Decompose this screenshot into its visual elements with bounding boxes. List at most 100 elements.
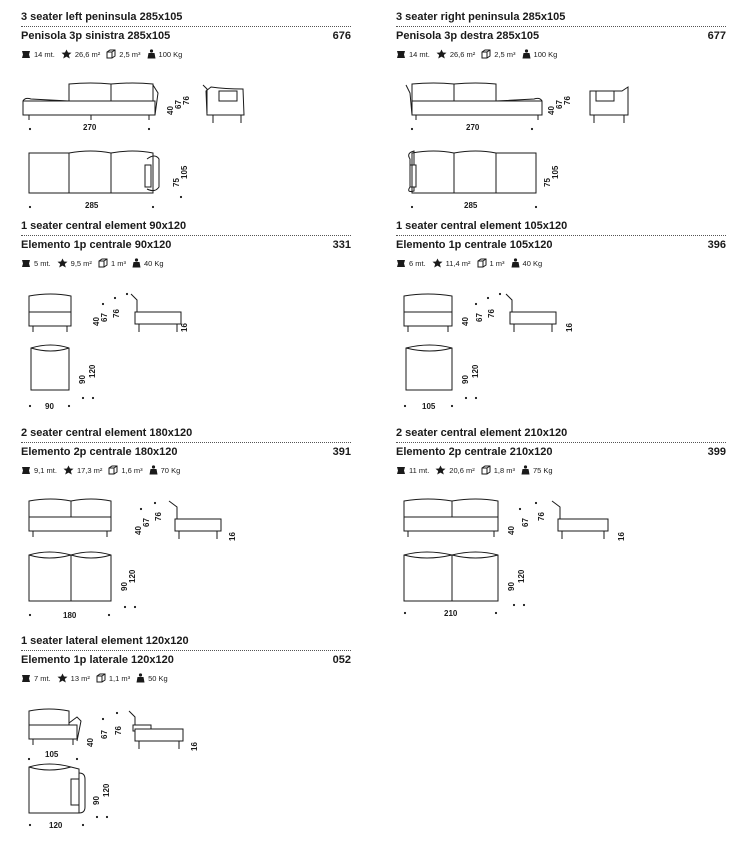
front-view (28, 708, 82, 745)
spec-fabric: 7 mt. (34, 673, 51, 683)
volume-box-icon (481, 465, 491, 475)
spec-weight: 75 Kg (533, 465, 553, 475)
dim-width-front: 105 (45, 750, 59, 759)
dim-depth: 120 (88, 364, 97, 378)
product-block-1p-lateral-120: 1 seater lateral element 120x120 Element… (21, 635, 351, 830)
dim-back-height: 76 (563, 96, 572, 105)
specs-row: 14 mt. 26,6 m² 2,5 m³ 100 Kg (396, 49, 726, 59)
spec-leather: 13 m² (70, 673, 90, 683)
dim-back-height: 76 (112, 309, 121, 318)
plan-view (405, 344, 453, 391)
dim-depth: 120 (517, 569, 526, 583)
spec-volume: 1,8 m³ (493, 465, 515, 475)
dim-seat-depth: 90 (92, 796, 101, 805)
dim-arm-height: 67 (142, 518, 151, 527)
leather-hide-icon (436, 49, 447, 59)
dim-seat-height: 40 (134, 526, 143, 535)
dim-side-height: 16 (180, 323, 189, 332)
plan-view (408, 150, 537, 194)
product-code: 399 (707, 446, 726, 458)
dim-back-height: 76 (487, 309, 496, 318)
spec-volume: 1 m³ (110, 258, 126, 268)
dim-arm-height: 67 (100, 313, 109, 322)
spec-fabric: 6 mt. (409, 258, 426, 268)
volume-box-icon (481, 49, 491, 59)
weight-icon (147, 49, 156, 59)
dim-back-height: 76 (537, 512, 546, 521)
product-title-it: Penisola 3p sinistra 285x105 (21, 30, 171, 42)
spec-leather: 26,6 m² (449, 49, 476, 59)
product-title-en: 2 seater central element 210x120 (396, 427, 568, 439)
divider (21, 650, 351, 651)
product-title-it: Penisola 3p destra 285x105 (396, 30, 540, 42)
dim-width-plan: 285 (85, 201, 99, 210)
dim-depth: 120 (128, 569, 137, 583)
spec-weight: 100 Kg (533, 49, 558, 59)
product-block-1p-central-90: 1 seater central element 90x120 Elemento… (21, 220, 351, 411)
dim-arm-height: 67 (174, 100, 183, 109)
dim-arm-height: 67 (100, 730, 109, 739)
specs-row: 6 mt. 11,4 m² 1 m³ 40 Kg (396, 258, 726, 268)
dim-seat-height: 40 (461, 317, 470, 326)
product-block-2p-central-180: 2 seater central element 180x120 Element… (21, 427, 351, 620)
side-view (589, 86, 629, 123)
fabric-roll-icon (22, 50, 30, 58)
specs-row: 9,1 mt. 17,3 m² 1,6 m³ 70 Kg (21, 465, 351, 475)
dim-seat-height: 40 (507, 526, 516, 535)
product-block-2p-central-210: 2 seater central element 210x120 Element… (396, 427, 726, 618)
spec-volume: 1,1 m³ (108, 673, 131, 683)
fabric-roll-icon (22, 259, 30, 267)
spec-weight: 40 Kg (143, 258, 164, 268)
spec-fabric: 14 mt. (409, 49, 430, 59)
divider (396, 26, 726, 27)
divider (21, 442, 351, 443)
fabric-roll-icon (22, 674, 30, 682)
dim-width-plan: 105 (422, 402, 436, 411)
spec-weight: 50 Kg (148, 673, 168, 683)
spec-weight: 40 Kg (522, 258, 543, 268)
divider (396, 442, 726, 443)
dim-width-plan: 180 (63, 611, 77, 620)
dim-arm-height: 67 (521, 518, 530, 527)
divider (396, 235, 726, 236)
technical-drawing: 40 67 76 16 90 120 105 (396, 292, 596, 417)
product-code: 396 (707, 239, 726, 251)
dim-seat-depth: 90 (461, 375, 470, 384)
plan-view (28, 551, 112, 602)
spec-leather: 11,4 m² (445, 258, 471, 268)
product-block-1p-central-105: 1 seater central element 105x120 Element… (396, 220, 726, 411)
volume-box-icon (106, 49, 116, 59)
dim-side-height: 16 (565, 323, 574, 332)
spec-leather: 9,5 m² (70, 258, 92, 268)
spec-leather: 26,6 m² (74, 49, 101, 59)
dim-width-front: 270 (83, 123, 97, 132)
weight-icon (521, 465, 530, 475)
dim-width-plan: 90 (45, 402, 54, 411)
technical-drawing: 40 67 76 16 90 120 210 (396, 497, 636, 622)
product-title-it: Elemento 2p centrale 210x120 (396, 446, 553, 458)
technical-drawing: 270 40 67 76 285 75 105 (21, 79, 245, 210)
product-block-left-peninsula: 3 seater left peninsula 285x105 Penisola… (21, 11, 351, 210)
technical-drawing: 40 67 76 16 90 120 180 (21, 497, 251, 622)
dim-side-height: 16 (190, 742, 199, 751)
dim-seat-height: 40 (86, 738, 95, 747)
dim-depth: 105 (551, 165, 560, 179)
weight-icon (136, 673, 145, 683)
spec-weight: 100 Kg (158, 49, 183, 59)
plan-view (403, 551, 499, 602)
divider (21, 26, 351, 27)
fabric-roll-icon (397, 259, 405, 267)
product-code: 391 (332, 446, 351, 458)
product-title-en: 1 seater lateral element 120x120 (21, 635, 189, 647)
product-title-it: Elemento 1p centrale 90x120 (21, 239, 172, 251)
dim-depth: 105 (180, 165, 189, 179)
side-view (202, 84, 245, 123)
product-title-en: 3 seater left peninsula 285x105 (21, 11, 183, 23)
product-title-en: 1 seater central element 90x120 (21, 220, 187, 232)
weight-icon (511, 258, 520, 268)
dim-depth: 120 (471, 364, 480, 378)
front-view (403, 498, 499, 537)
product-code: 052 (332, 654, 351, 666)
product-code: 676 (332, 30, 351, 42)
dim-seat-depth: 75 (172, 178, 181, 187)
